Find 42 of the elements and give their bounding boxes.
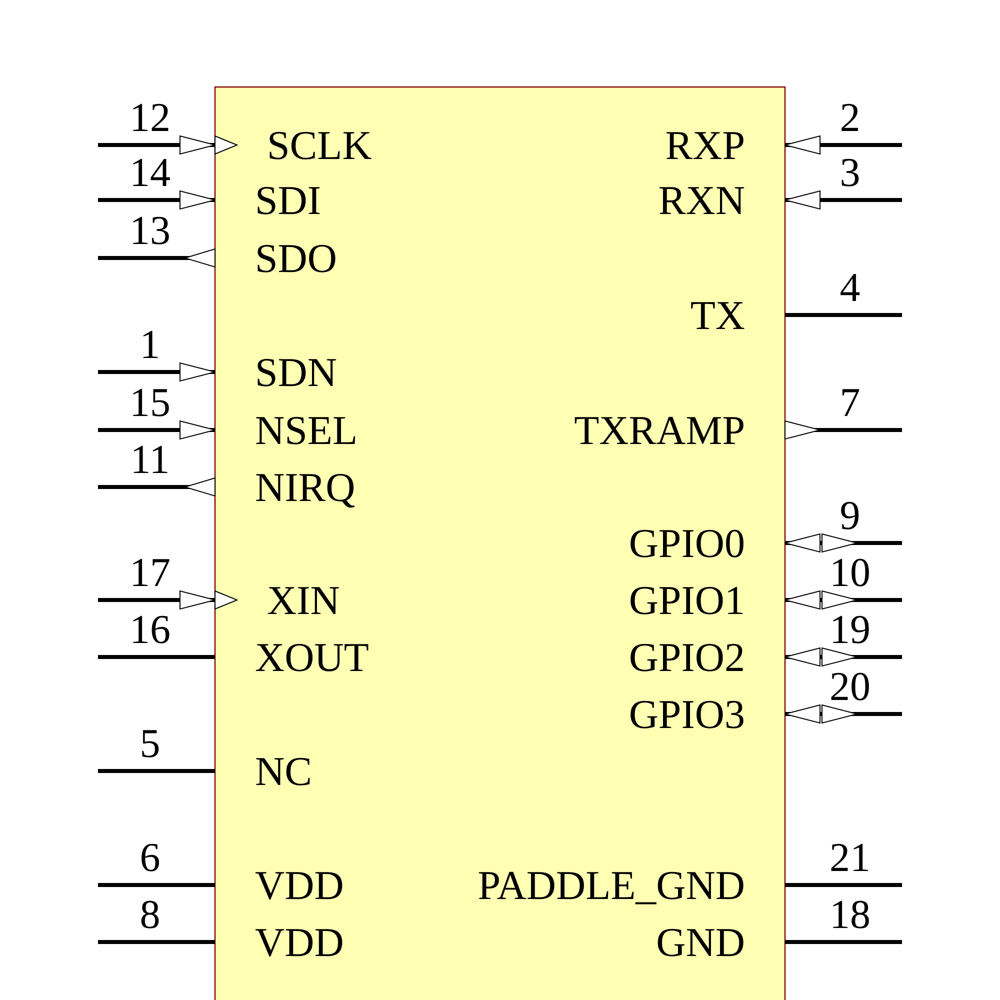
- pin-name: SDO: [255, 238, 338, 278]
- pin-number: 19: [830, 609, 870, 649]
- pin-name: SDN: [255, 352, 338, 392]
- pin-number: 20: [830, 666, 870, 706]
- pin-name: GPIO2: [628, 637, 745, 677]
- pin-number: 11: [130, 439, 170, 479]
- pin-number: 2: [840, 97, 860, 137]
- pin-number: 13: [130, 210, 170, 250]
- pin-name: NSEL: [255, 410, 358, 450]
- pin-name: PADDLE_GND: [478, 865, 745, 905]
- pin-number: 9: [840, 495, 860, 535]
- pin-number: 12: [130, 97, 170, 137]
- pin-number: 3: [840, 152, 860, 192]
- pin-number: 21: [830, 837, 870, 877]
- pin-number: 15: [130, 382, 170, 422]
- pin-number: 10: [830, 552, 870, 592]
- pin-name: RXP: [665, 125, 745, 165]
- pin-name: NIRQ: [255, 467, 356, 507]
- pin-name: XOUT: [255, 637, 369, 677]
- pin-number: 8: [140, 894, 160, 934]
- pin-name: RXN: [658, 180, 745, 220]
- pin-name: XIN: [267, 580, 340, 620]
- pin-name: TXRAMP: [574, 410, 745, 450]
- pin-number: 5: [140, 723, 160, 763]
- pin-name: VDD: [255, 865, 344, 905]
- pin-name: SDI: [255, 180, 322, 220]
- pin-name: GND: [656, 922, 745, 962]
- pin-number: 16: [130, 609, 170, 649]
- pin-number: 14: [130, 152, 170, 192]
- pin-name: NC: [255, 751, 312, 791]
- pin-name: GPIO0: [628, 523, 745, 563]
- pin-number: 4: [840, 267, 860, 307]
- pin-name: VDD: [255, 922, 344, 962]
- pin-name: TX: [690, 295, 745, 335]
- pin-number: 1: [140, 324, 160, 364]
- pin-number: 6: [140, 837, 160, 877]
- pin-number: 7: [840, 382, 860, 422]
- pin-name: GPIO3: [628, 694, 745, 734]
- pin-number: 18: [830, 894, 870, 934]
- pin-name: GPIO1: [628, 580, 745, 620]
- pin-name: SCLK: [267, 125, 372, 165]
- pin-number: 17: [130, 552, 170, 592]
